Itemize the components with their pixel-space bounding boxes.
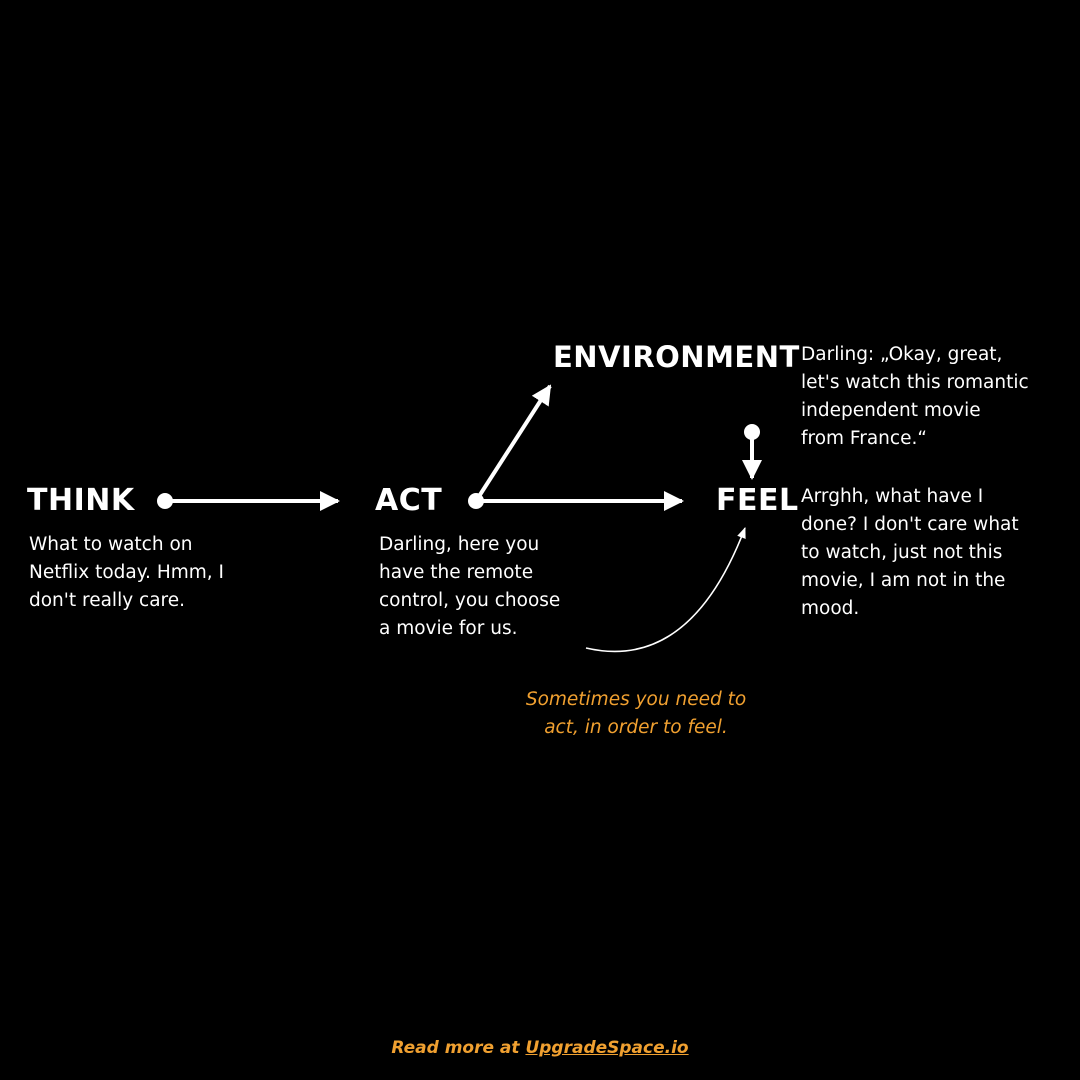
feel-description: Arrghh, what have I done? I don't care w… xyxy=(801,483,1019,623)
arrow-environment-to-feel xyxy=(742,424,762,480)
note-line: Sometimes you need to xyxy=(525,689,747,710)
environment-line: from France.“ xyxy=(801,428,927,449)
feel-line: mood. xyxy=(801,598,860,619)
footer-prefix: Read more at xyxy=(391,1038,526,1058)
think-title: THINK xyxy=(27,483,135,518)
act-line: Darling, here you xyxy=(379,534,540,555)
arrow-act-to-environment xyxy=(474,384,552,503)
think-description: What to watch on Netflix today. Hmm, I d… xyxy=(29,531,224,615)
feel-line: done? I don't care what xyxy=(801,514,1019,535)
arrow-act-to-feel xyxy=(468,491,684,511)
environment-line: let's watch this romantic xyxy=(801,372,1029,393)
think-line: What to watch on xyxy=(29,534,193,555)
arrow-note-curve xyxy=(585,526,746,653)
act-to-feel-note: Sometimes you need to act, in order to f… xyxy=(500,686,772,742)
note-line: act, in order to feel. xyxy=(544,717,728,738)
feel-line: to watch, just not this xyxy=(801,542,1003,563)
environment-line: independent movie xyxy=(801,400,981,421)
think-line: Netflix today. Hmm, I xyxy=(29,562,224,583)
arrow-think-to-act xyxy=(157,491,340,511)
environment-line: Darling: „Okay, great, xyxy=(801,344,1003,365)
act-line: a movie for us. xyxy=(379,618,518,639)
act-line: control, you choose xyxy=(379,590,561,611)
act-title: ACT xyxy=(375,483,443,518)
feel-title: FEEL xyxy=(716,483,799,518)
feel-line: Arrghh, what have I xyxy=(801,486,984,507)
feel-line: movie, I am not in the xyxy=(801,570,1006,591)
act-line: have the remote xyxy=(379,562,534,583)
environment-description: Darling: „Okay, great, let's watch this … xyxy=(801,341,1029,453)
footer: Read more at UpgradeSpace.io xyxy=(0,1038,1080,1058)
environment-title: ENVIRONMENT xyxy=(553,340,800,374)
think-line: don't really care. xyxy=(29,590,186,611)
act-description: Darling, here you have the remote contro… xyxy=(379,531,560,643)
footer-link[interactable]: UpgradeSpace.io xyxy=(525,1038,689,1058)
